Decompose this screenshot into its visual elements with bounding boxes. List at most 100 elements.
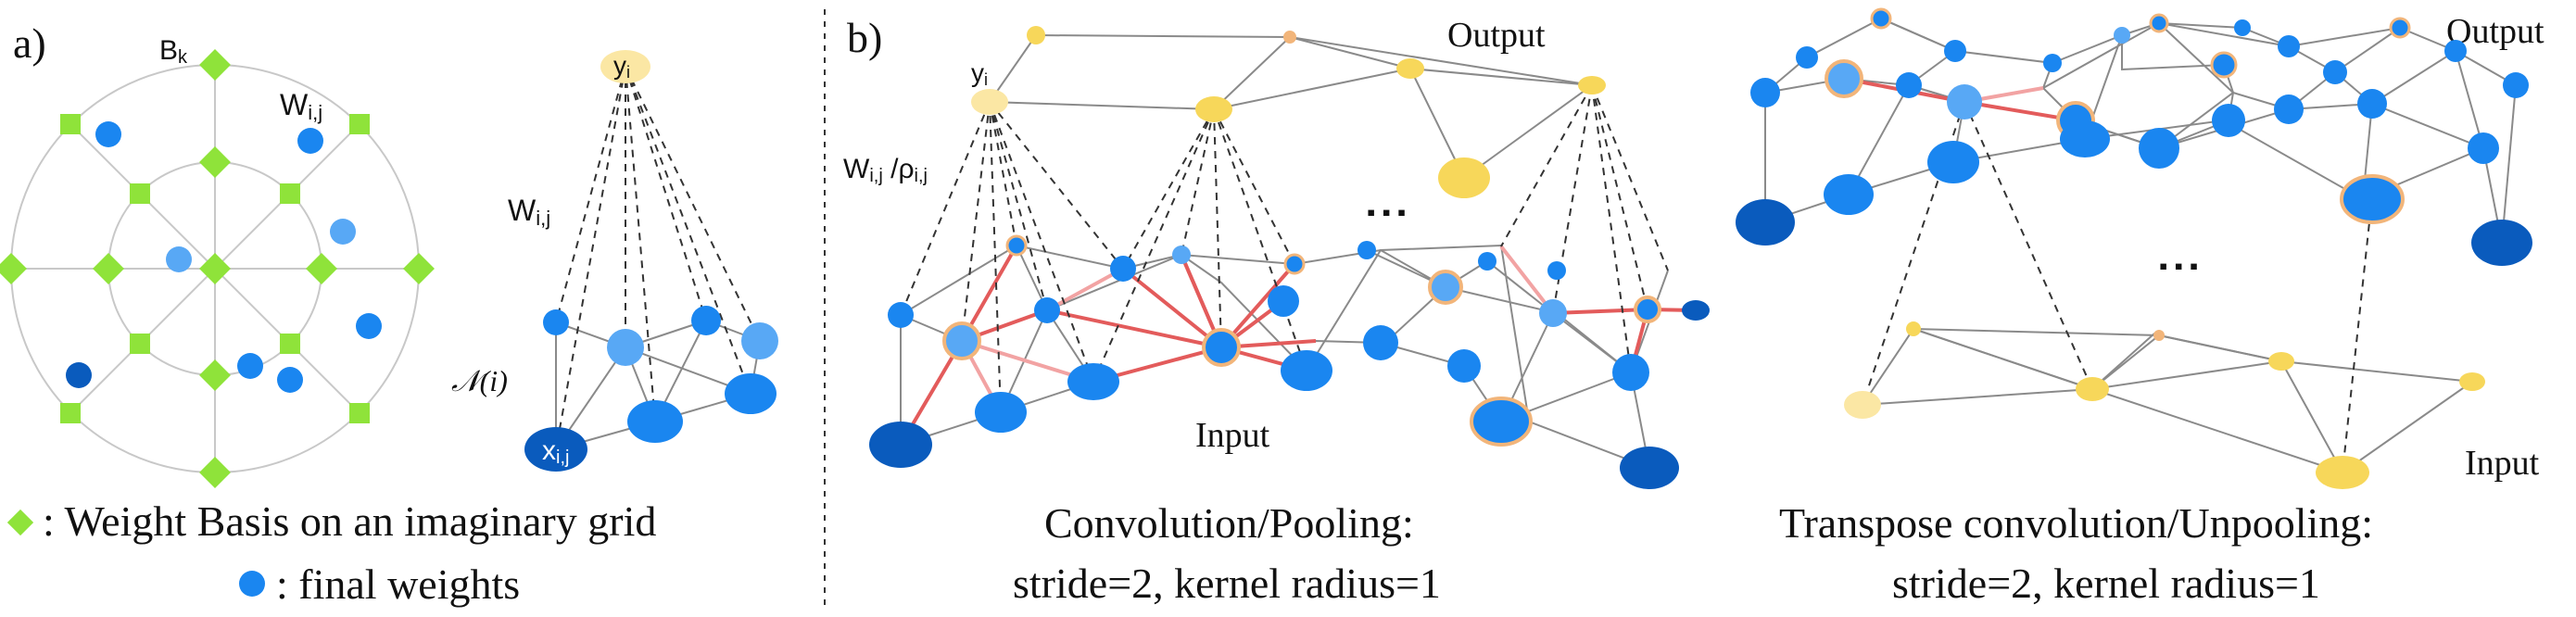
- output-node: [2149, 13, 2169, 33]
- input-node: [1906, 321, 1921, 336]
- dashed-weight-edge: [961, 101, 991, 342]
- input-nodes: [1844, 321, 2485, 489]
- kernel-edge: [1121, 267, 1223, 349]
- basis-marker: [306, 253, 337, 284]
- dashed-weight-edge: [1213, 108, 1307, 371]
- dashed-weight-edge: [1181, 108, 1215, 256]
- kernel-edge: [1499, 245, 1555, 315]
- input-node: [1634, 296, 1661, 323]
- input-node: [2076, 377, 2109, 401]
- input-graph-edge: [1913, 328, 2473, 391]
- legend: : Weight Basis on an imaginary grid : fi…: [6, 497, 656, 608]
- dashed-weight-edge: [625, 66, 707, 321]
- final-weight-dot: [166, 246, 192, 272]
- dashed-weight-edge: [989, 101, 1094, 383]
- input-node: [1612, 354, 1649, 391]
- basis-marker: [280, 183, 300, 204]
- panel-a: a): [0, 19, 778, 608]
- kernel-edge: [1552, 307, 1697, 315]
- input-node: [1283, 253, 1306, 275]
- neighbor-node: [691, 306, 721, 335]
- neighbor-node: [627, 400, 683, 443]
- input-graph-edge: [900, 244, 1650, 469]
- dashed-weight-edge: [1500, 84, 1593, 247]
- aggregation-diagram: yi xi,j Wi,j 𝒩(i): [451, 50, 778, 472]
- input-graph-edge: [1500, 311, 1650, 469]
- output-node: [2212, 104, 2245, 137]
- input-node: [1844, 391, 1881, 419]
- input-graph-edge: [1913, 328, 2282, 362]
- output-node: [1870, 7, 1892, 30]
- output-node: [1195, 96, 1232, 122]
- dashed-weight-edge: [989, 101, 1002, 413]
- output-node: [2278, 35, 2300, 57]
- output-node: [2274, 94, 2304, 124]
- output-node: [971, 89, 1008, 115]
- ellipsis-marker: ▪ ▪ ▪: [2159, 252, 2198, 280]
- output-node: [2323, 60, 2347, 84]
- output-node: [1438, 157, 1490, 198]
- dashed-weight-edge: [989, 101, 1017, 246]
- input-label: Input: [1195, 416, 1270, 455]
- basis-marker: [199, 457, 231, 488]
- input-graph-edge: [1294, 248, 1446, 288]
- basis-marker: [93, 253, 124, 284]
- neighbor-node: [607, 329, 644, 366]
- output-node: [2234, 19, 2251, 36]
- legend-final-dot: [239, 571, 265, 597]
- output-node: [2389, 17, 2411, 39]
- output-node: [1796, 46, 1818, 69]
- dashed-weight-edge: [625, 66, 656, 422]
- dashed-weight-edge: [1964, 101, 2093, 390]
- input-node: [1005, 234, 1028, 257]
- input-node: [2268, 352, 2294, 371]
- input-node: [1620, 447, 1679, 489]
- basis-marker: [130, 183, 150, 204]
- input-node: [1034, 297, 1060, 323]
- dashed-weight-edge: [1862, 101, 1965, 406]
- output-node-label: yi: [613, 51, 630, 82]
- output-node: [2114, 27, 2130, 44]
- output-node: [2340, 174, 2405, 224]
- weight-label: Wi,j: [280, 88, 322, 124]
- input-node: [2459, 372, 2485, 391]
- output-node: [2060, 120, 2110, 157]
- output-node: [2210, 51, 2238, 79]
- dashed-weight-edge: [1591, 84, 1632, 373]
- dashed-weight-edge: [1591, 84, 1648, 310]
- basis-marker: [60, 114, 81, 134]
- output-node: [1736, 199, 1795, 246]
- basis-label: Bk: [159, 35, 188, 68]
- output-node: [2444, 40, 2467, 62]
- basis-marker: [199, 146, 231, 178]
- output-node-y: [600, 50, 650, 83]
- caption-c-line1: Transpose convolution/Unpooling:: [1779, 499, 2373, 547]
- input-node: [869, 422, 932, 468]
- output-node: [1283, 31, 1296, 44]
- output-node: [1944, 40, 1966, 62]
- output-node: [1947, 84, 1982, 120]
- final-weights: [66, 121, 382, 393]
- input-node: [1268, 285, 1299, 317]
- final-weight-dot: [297, 128, 323, 154]
- neighbor-node: [741, 322, 778, 359]
- output-nodes: [971, 26, 1606, 198]
- panel-c: Output Input ▪ ▪ ▪: [1736, 7, 2544, 607]
- basis-marker: [349, 403, 370, 423]
- basis-markers: [0, 49, 435, 488]
- output-graph-edge: [1213, 67, 1465, 179]
- output-node: [2471, 220, 2532, 266]
- output-node: [1750, 78, 1780, 107]
- output-node: [1825, 59, 1863, 98]
- output-node: [2357, 89, 2387, 119]
- input-graph-edge: [2091, 359, 2343, 473]
- basis-marker: [349, 114, 370, 134]
- legend-final-text: : final weights: [276, 560, 520, 608]
- input-node: [1357, 241, 1376, 259]
- final-weight-dot: [330, 219, 356, 245]
- dashed-weight-edge: [1213, 108, 1295, 265]
- input-node: [888, 302, 914, 328]
- output-node: [2503, 72, 2529, 98]
- caption-b-line1: Convolution/Pooling:: [1044, 499, 1414, 547]
